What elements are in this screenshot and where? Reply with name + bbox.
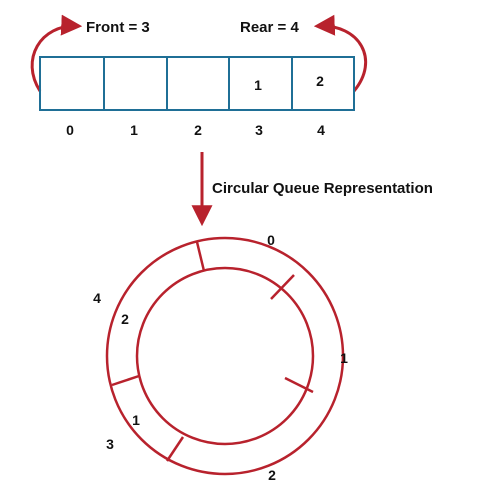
queue-index-label: 4	[317, 122, 325, 138]
ring-index-label: 1	[340, 350, 348, 366]
front-pointer-label: Front = 3	[86, 19, 150, 36]
front-pointer-arrow	[30, 14, 83, 92]
ring-index-label: 4	[93, 290, 101, 306]
circular-queue-outer-ring	[105, 236, 345, 476]
rear-pointer-arrow	[313, 14, 368, 92]
ring-index-label: 0	[267, 232, 275, 248]
queue-index-label: 2	[194, 122, 202, 138]
ring-segment-dividers	[111, 241, 314, 462]
ring-cell-value: 2	[121, 311, 129, 327]
queue-index-label: 0	[66, 122, 74, 138]
circular-queue-inner-ring	[135, 266, 315, 446]
ring-cell-value: 1	[132, 412, 140, 428]
linear-queue-array	[39, 56, 355, 111]
queue-index-label: 1	[130, 122, 138, 138]
rear-pointer-label: Rear = 4	[240, 19, 299, 36]
queue-index-label: 3	[255, 122, 263, 138]
ring-index-label: 2	[268, 467, 276, 483]
ring-index-label: 3	[106, 436, 114, 452]
caption-label: Circular Queue Representation	[212, 180, 433, 197]
queue-cell-value: 1	[254, 77, 262, 93]
queue-cell-value: 2	[316, 73, 324, 89]
